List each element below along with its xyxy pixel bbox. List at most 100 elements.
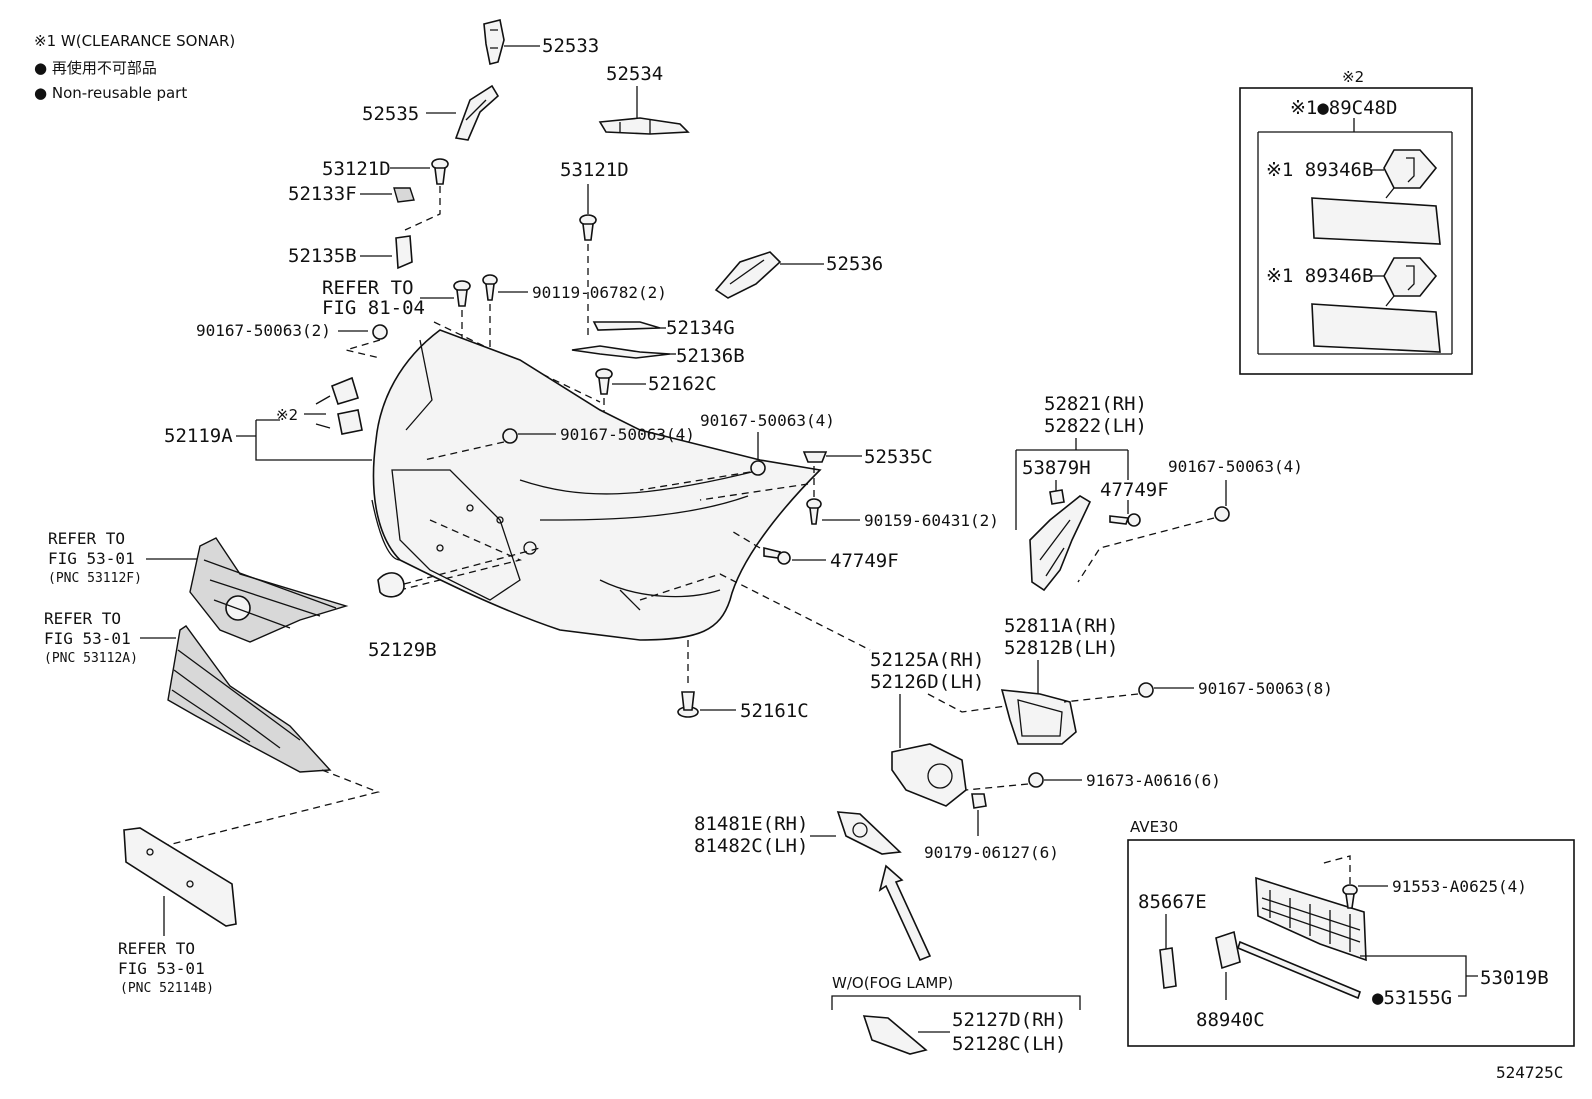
refer-52114b-line2: FIG 53-01 xyxy=(118,959,205,978)
bracket-52535-drawing xyxy=(454,84,500,141)
nut-90167-4a-drawing xyxy=(502,428,518,444)
bracket-52536-drawing xyxy=(714,251,782,299)
label-91553-a0625: 91553-A0625(4) xyxy=(1392,877,1527,896)
label-52535c: 52535C xyxy=(864,446,933,468)
label-90167-50063-4b: 90167-50063(4) xyxy=(700,411,835,430)
label-89346b-a: ※1 89346B xyxy=(1266,159,1373,181)
label-52811a-rh: 52811A(RH) xyxy=(1004,615,1118,637)
shutter-53019b-drawing xyxy=(1237,876,1367,1000)
label-53121d-left: 53121D xyxy=(322,158,391,180)
seal-52134g-drawing xyxy=(592,321,661,331)
label-47749f-lower: 47749F xyxy=(830,550,899,572)
label-52821-rh: 52821(RH) xyxy=(1044,393,1147,415)
label-90167-50063-8: 90167-50063(8) xyxy=(1198,679,1333,698)
label-52812b-lh: 52812B(LH) xyxy=(1004,637,1118,659)
sensor-89346b-b-drawing xyxy=(1311,257,1441,353)
refer-53112f-line1: REFER TO xyxy=(48,529,125,548)
inset-sonar-box xyxy=(1239,87,1473,375)
label-81482c-lh: 81482C(LH) xyxy=(694,835,808,857)
cap-52129b-drawing xyxy=(377,572,405,598)
figure-id: 524725C xyxy=(1496,1063,1563,1082)
license-bracket-drawing xyxy=(123,827,237,927)
clip-53879h-drawing xyxy=(1049,489,1065,505)
bracket-52534-drawing xyxy=(598,117,690,135)
label-52162c: 52162C xyxy=(648,373,717,395)
bumper-cover-52119a-drawing xyxy=(371,329,822,641)
label-90167-50063-4c: 90167-50063(4) xyxy=(1168,457,1303,476)
label-52129b: 52129B xyxy=(368,639,437,661)
bracket-52811a-drawing xyxy=(1000,689,1077,745)
refer-53112a-line1: REFER TO xyxy=(44,609,121,628)
screw-90119-drawing xyxy=(482,274,498,301)
note-clearance-sonar: ※1 W(CLEARANCE SONAR) xyxy=(34,32,235,50)
label-90167-50063-2: 90167-50063(2) xyxy=(196,321,331,340)
label-90167-50063-4a: 90167-50063(4) xyxy=(560,425,695,444)
label-52822-lh: 52822(LH) xyxy=(1044,415,1147,437)
cover-52127d-drawing xyxy=(862,1015,928,1055)
screw-47749f-a-drawing xyxy=(763,546,791,565)
label-52133f: 52133F xyxy=(288,183,357,205)
screw-47749f-b-drawing xyxy=(1109,513,1141,527)
label-53879h: 53879H xyxy=(1022,457,1091,479)
note-non-reusable-jp: ● 再使用不可部品 xyxy=(34,59,157,77)
label-52134g: 52134G xyxy=(666,317,735,339)
label-52126d-lh: 52126D(LH) xyxy=(870,671,984,693)
label-52534: 52534 xyxy=(606,63,663,85)
side-bracket-52821-drawing xyxy=(1029,495,1092,592)
label-90179-06127: 90179-06127(6) xyxy=(924,843,1059,862)
refer-fig-81-04-line2: FIG 81-04 xyxy=(322,297,425,319)
direction-arrow-icon xyxy=(878,864,932,962)
label-52119a: 52119A xyxy=(164,425,233,447)
label-53121d-center: 53121D xyxy=(560,159,629,181)
refer-53112f-line2: FIG 53-01 xyxy=(48,549,135,568)
label-53019b: 53019B xyxy=(1480,967,1549,989)
label-52533: 52533 xyxy=(542,35,599,57)
label-90159-60431: 90159-60431(2) xyxy=(864,511,999,530)
label-52536: 52536 xyxy=(826,253,883,275)
bolt-90159-drawing xyxy=(806,498,822,525)
clip-refer-81-drawing xyxy=(453,280,471,307)
label-47749f-upper: 47749F xyxy=(1100,479,1169,501)
clip-52161c-drawing xyxy=(677,691,699,718)
clip-53121d-left-drawing xyxy=(431,158,449,185)
label-90119-06782: 90119-06782(2) xyxy=(532,283,667,302)
clip-52133f-drawing xyxy=(393,187,415,203)
refer-53112a-line2: FIG 53-01 xyxy=(44,629,131,648)
label-89346b-b: ※1 89346B xyxy=(1266,265,1373,287)
part-85667e-drawing xyxy=(1159,947,1177,989)
refer-53112f-line3: (PNC 53112F) xyxy=(48,571,142,586)
nut-90167-4c-drawing xyxy=(1214,506,1230,522)
fog-box-title: W/O(FOG LAMP) xyxy=(832,974,953,992)
bolt-91673-drawing xyxy=(1028,772,1044,788)
seal-52136b-drawing xyxy=(571,345,671,359)
bracket-52533-drawing xyxy=(483,19,505,65)
inset-marker-2: ※2 xyxy=(1342,68,1364,86)
part-88940c-drawing xyxy=(1215,930,1241,970)
nut-90167-2-drawing xyxy=(372,324,388,340)
inset-ave30-title: AVE30 xyxy=(1130,818,1178,836)
note-non-reusable-en: ● Non-reusable part xyxy=(34,84,187,102)
upper-grille-drawing xyxy=(189,537,349,643)
clip-53121d-center-drawing xyxy=(579,214,597,241)
label-52136b: 52136B xyxy=(676,345,745,367)
label-89c48d: ※1●89C48D xyxy=(1290,97,1397,119)
label-88940c: 88940C xyxy=(1196,1009,1265,1031)
bracket-52125a-drawing xyxy=(891,743,967,807)
inset-ave30-box xyxy=(1127,839,1575,1047)
nut-90179-drawing xyxy=(971,793,987,809)
refer-fig-81-04-line1: REFER TO xyxy=(322,277,414,299)
nut-90167-4b-drawing xyxy=(750,460,766,476)
label-52128c-lh: 52128C(LH) xyxy=(952,1033,1066,1055)
bolt-91553-drawing xyxy=(1342,884,1358,909)
label-81481e-rh: 81481E(RH) xyxy=(694,813,808,835)
nut-90167-8-drawing xyxy=(1138,682,1154,698)
label-52135b: 52135B xyxy=(288,245,357,267)
mark-2-sonar-bracket: ※2 xyxy=(276,406,298,424)
cover-81481e-drawing xyxy=(836,811,902,855)
refer-52114b-line1: REFER TO xyxy=(118,939,195,958)
label-52127d-rh: 52127D(RH) xyxy=(952,1009,1066,1031)
label-53155g: ●53155G xyxy=(1372,987,1452,1009)
clip-52535c-drawing xyxy=(802,451,828,463)
retainer-52135b-drawing xyxy=(395,235,413,270)
